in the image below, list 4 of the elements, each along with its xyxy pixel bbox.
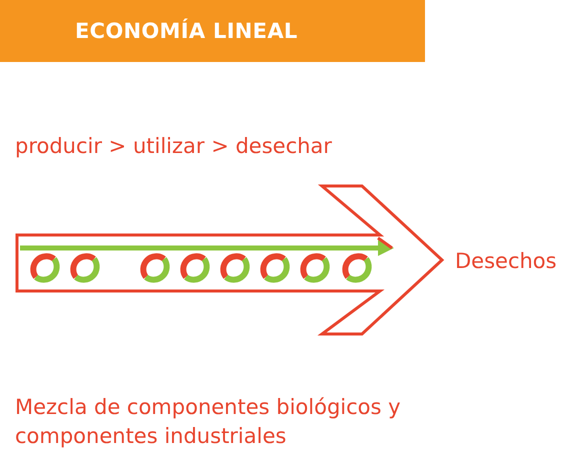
- title-banner: ECONOMÍA LINEAL: [0, 0, 425, 62]
- text-label: Desechos: [455, 248, 558, 275]
- text-label: producir > utilizar > desechar: [15, 133, 333, 160]
- text-label: Mezcla de componentes biológicos y componentes industriales: [15, 394, 402, 450]
